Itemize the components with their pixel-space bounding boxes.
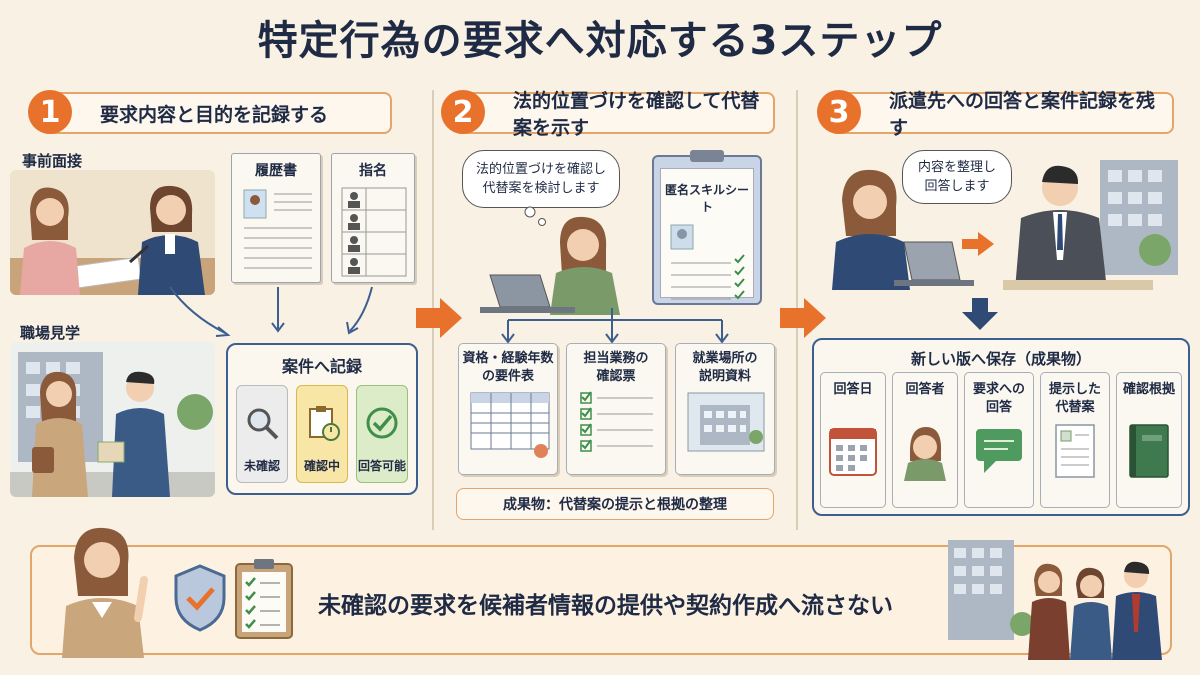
clipboard-checklist-icon	[235, 559, 293, 639]
step3-speech-bubble: 内容を整理し 回答します	[902, 150, 1012, 204]
step3-header: 派遣先への回答と案件記録を残す	[829, 90, 1174, 139]
checklist-icon	[580, 391, 653, 452]
clipboard-clock-icon	[309, 406, 340, 441]
team-building-illustration	[948, 540, 1162, 660]
arrow-to-client	[962, 232, 994, 256]
interview-illustration	[10, 170, 215, 295]
step2-thought-bubble: 法的位置づけを確認し 代替案を検討します	[462, 150, 620, 208]
page-title: 特定行為の要求へ対応する3ステップ	[257, 18, 943, 64]
woman-laptop-illustration	[480, 216, 620, 315]
clipboard-clip	[690, 150, 724, 162]
save-item-responder-label: 回答者	[905, 382, 945, 397]
calendar-icon	[829, 428, 877, 476]
branch-arrows-step2	[501, 308, 729, 344]
step1-number: 1	[28, 90, 72, 134]
skill-sheet-title: 匿名スキルシート	[664, 183, 749, 214]
save-item-answer-date-label: 回答日	[833, 382, 873, 397]
save-item-response-label: 要求への 回答	[972, 382, 1025, 415]
grid-table-icon	[470, 392, 550, 459]
record-title: 案件へ記録	[281, 357, 362, 376]
scene-visit-label: 職場見学	[20, 324, 81, 342]
thought-dots	[524, 206, 546, 226]
skill-sheet-content	[670, 224, 745, 300]
nomination-document: 指名	[331, 153, 415, 283]
status-unconfirmed-label: 未確認	[243, 459, 280, 473]
staff-laptop-illustration	[832, 169, 974, 290]
document-icon	[1055, 424, 1095, 478]
resume-document: 履歴書	[231, 153, 321, 283]
step3-number: 3	[817, 90, 861, 134]
status-checking: 確認中	[296, 385, 348, 483]
save-item-responder: 回答者	[892, 372, 958, 508]
save-item-alternative: 提示した 代替案	[1040, 372, 1110, 508]
step2-header: 法的位置づけを確認して代替案を示す	[453, 90, 775, 139]
person-icon	[904, 427, 946, 481]
output-workplace-title: 就業場所の 説明資料	[692, 351, 758, 384]
save-item-alternative-label: 提示した 代替案	[1048, 382, 1101, 415]
save-item-basis-label: 確認根拠	[1122, 382, 1175, 397]
resume-title: 履歴書	[255, 163, 297, 179]
banner-message: 未確認の要求を候補者情報の提供や契約作成へ流さない	[318, 593, 893, 619]
step2-number: 2	[441, 90, 485, 134]
output-duties-check: 担当業務の 確認票	[566, 343, 666, 475]
save-title: 新しい版へ保存（成果物）	[910, 350, 1091, 368]
magnifier-icon	[247, 408, 279, 440]
shield-check-icon	[174, 564, 226, 632]
speech-bubble-icon	[976, 429, 1022, 473]
step2-title: 法的位置づけを確認して代替案を示す	[513, 90, 760, 139]
status-unconfirmed: 未確認	[236, 385, 288, 483]
save-item-basis: 確認根拠	[1116, 372, 1182, 508]
check-circle-icon	[366, 407, 398, 439]
step1-header: 要求内容と目的を記録する	[40, 92, 392, 134]
save-item-answer-date: 回答日	[820, 372, 886, 508]
flow-arrows-step1	[169, 286, 373, 337]
nomination-rows	[341, 187, 407, 277]
step1-title: 要求内容と目的を記録する	[100, 103, 329, 126]
resume-lines	[243, 189, 312, 269]
arrow-down-to-save	[962, 298, 998, 330]
arrow-step1-to-step2	[416, 298, 462, 338]
book-icon	[1129, 424, 1169, 478]
step3-title: 派遣先への回答と案件記録を残す	[889, 90, 1156, 139]
workplace-visit-illustration	[10, 342, 215, 497]
output-workplace-doc: 就業場所の 説明資料	[675, 343, 775, 475]
status-answerable-label: 回答可能	[357, 459, 406, 473]
building-photo-icon	[687, 392, 765, 452]
output-requirements-title: 資格・経験年数 の要件表	[462, 351, 554, 384]
status-checking-label: 確認中	[303, 459, 340, 473]
nomination-title: 指名	[359, 163, 387, 179]
output-duties-title: 担当業務の 確認票	[583, 351, 649, 384]
save-item-response: 要求への 回答	[964, 372, 1034, 508]
client-manager-illustration	[1003, 160, 1178, 290]
skill-sheet-paper: 匿名スキルシート	[660, 168, 754, 300]
scene-interview-label: 事前面接	[22, 152, 83, 170]
step2-result: 成果物：代替案の提示と根拠の整理	[456, 488, 774, 520]
status-answerable: 回答可能	[356, 385, 408, 483]
arrow-step2-to-step3	[780, 298, 826, 338]
pointing-woman-illustration	[62, 527, 148, 658]
output-requirements-table: 資格・経験年数 の要件表	[458, 343, 558, 475]
